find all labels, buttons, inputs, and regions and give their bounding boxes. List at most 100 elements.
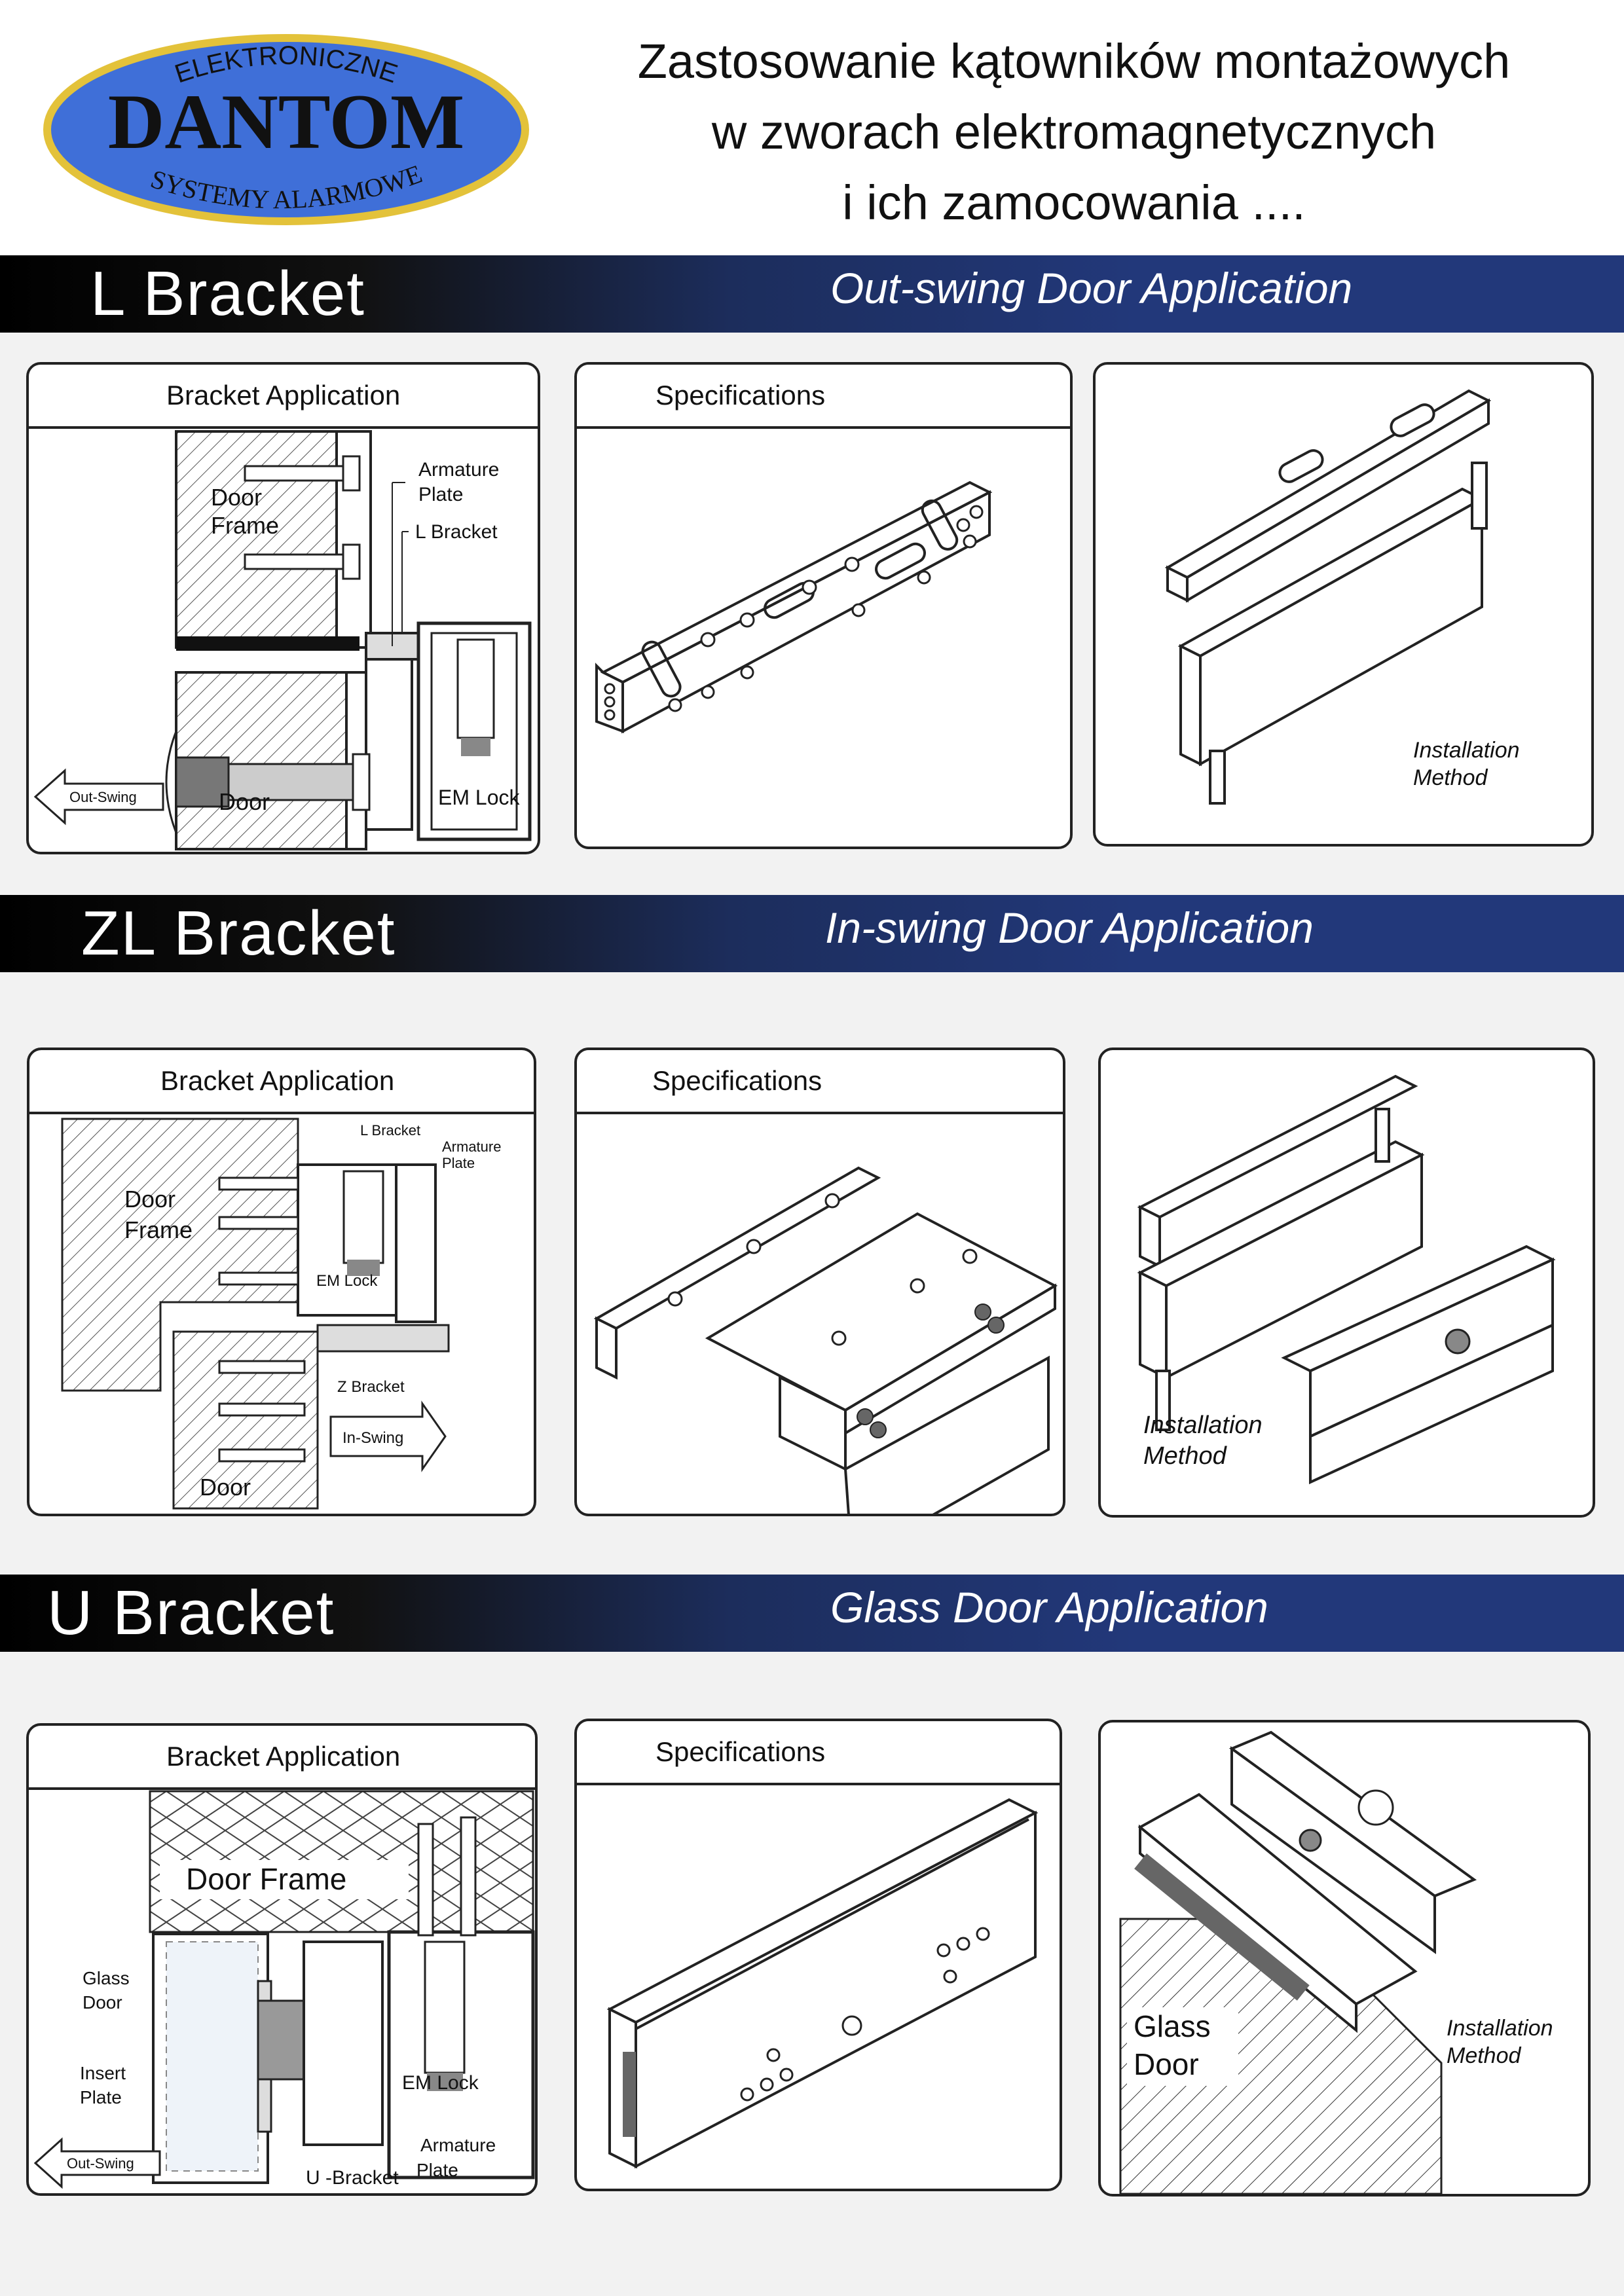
label-armature-plate-1: Armature xyxy=(442,1139,501,1155)
panel-header: Bracket Application xyxy=(29,1050,534,1114)
out-swing-arrow-icon xyxy=(33,768,164,826)
panel-header: Bracket Application xyxy=(29,365,538,429)
label-armature-plate-2: Plate xyxy=(442,1155,475,1171)
l-bracket-application-panel: Bracket Application Door Fr xyxy=(26,362,540,854)
label-glass-door-2: Door xyxy=(83,1992,122,2013)
u-bracket-application-diagram: Door Frame Glass Door Insert Plate EM Lo… xyxy=(33,1790,535,2189)
logo-name: DANTOM xyxy=(108,78,464,165)
l-bracket-installation-panel: Installation Method xyxy=(1093,362,1594,847)
label-out-swing: Out-Swing xyxy=(67,2155,134,2172)
label-door-frame-1: Door xyxy=(124,1186,175,1212)
dantom-logo: ELEKTRONICZNE DANTOM SYSTEMY ALARMOWE xyxy=(43,34,529,225)
zl-bracket-installation-panel: Installation Method xyxy=(1098,1048,1595,1518)
l-bracket-specifications-drawing xyxy=(595,481,993,734)
label-door: Door xyxy=(1134,2047,1199,2081)
section-band-zl-bracket: ZL Bracket In-swing Door Application xyxy=(0,895,1624,972)
section-title: ZL Bracket xyxy=(81,898,396,968)
u-bracket-specifications-drawing xyxy=(606,1798,1039,2169)
label-glass-door-1: Glass xyxy=(83,1968,130,1988)
label-glass: Glass xyxy=(1134,2009,1211,2043)
section-subtitle: Out-swing Door Application xyxy=(830,264,1353,312)
label-u-bracket: U -Bracket xyxy=(306,2167,399,2189)
mounting-post-icon xyxy=(1209,750,1226,805)
section-band-u-bracket: U Bracket Glass Door Application xyxy=(0,1575,1624,1652)
u-bracket-installation-drawing: Glass Door Installation Method xyxy=(1119,1730,1553,2194)
zl-bracket-specifications-panel: Specifications xyxy=(574,1048,1065,1516)
mounting-post-icon xyxy=(1471,462,1488,530)
label-in-swing: In-Swing xyxy=(342,1429,403,1447)
screw-icon xyxy=(1357,1789,1394,1826)
in-swing-arrow-icon xyxy=(329,1400,447,1472)
mounting-hole-icon xyxy=(667,1193,978,1346)
z-bracket-shape xyxy=(1309,1322,1554,1485)
label-door-frame-2: Frame xyxy=(211,512,279,539)
section-subtitle: Glass Door Application xyxy=(830,1583,1268,1631)
label-l-bracket: L Bracket xyxy=(360,1122,420,1139)
zl-bracket-installation-drawing: Installation Method xyxy=(1137,1074,1556,1485)
door-frame-shape xyxy=(175,430,361,649)
bolt-icon xyxy=(227,763,354,801)
section-band-l-bracket: L Bracket Out-swing Door Application xyxy=(0,255,1624,333)
label-armature-plate-1: Armature xyxy=(420,2135,496,2155)
label-em-lock: EM Lock xyxy=(438,786,520,809)
screw-icon xyxy=(417,1816,477,1937)
label-em-lock: EM Lock xyxy=(316,1272,378,1290)
armature-plate-shape xyxy=(395,1163,437,1323)
panel-header: Specifications xyxy=(577,1721,1060,1785)
label-door: Door xyxy=(200,1474,251,1501)
section-title: L Bracket xyxy=(90,259,365,329)
screw-icon xyxy=(244,455,361,580)
u-bracket-shape xyxy=(606,1798,1039,2169)
label-armature-plate-1: Armature xyxy=(418,459,499,481)
z-bracket-shape xyxy=(316,1324,450,1353)
title-line-3: i ich zamocowania .... xyxy=(842,175,1306,230)
title-line-1: Zastosowanie kątowników montażowych xyxy=(637,34,1511,88)
mounting-hole-icon xyxy=(604,505,984,721)
label-l-bracket: L Bracket xyxy=(415,521,498,543)
label-armature-plate-2: Plate xyxy=(418,484,463,505)
u-bracket-application-panel: Bracket Application Door Frame Glass Doo… xyxy=(26,1723,538,2196)
label-em-lock: EM Lock xyxy=(402,2072,479,2094)
label-installation: Installation xyxy=(1447,2016,1553,2041)
mounting-post-icon xyxy=(1375,1108,1390,1163)
label-armature-plate-2: Plate xyxy=(416,2160,458,2180)
label-method: Method xyxy=(1447,2043,1521,2068)
label-door: Door xyxy=(219,788,270,815)
bolt-icon xyxy=(1299,1829,1322,1852)
screw-icon xyxy=(218,1176,306,1463)
panel-header: Specifications xyxy=(577,1050,1063,1114)
label-z-bracket: Z Bracket xyxy=(337,1378,405,1396)
zl-bracket-application-diagram: L Bracket Armature Plate Door Frame EM L… xyxy=(61,1118,501,1510)
zl-bracket-specifications-drawing xyxy=(593,1166,1058,1514)
label-out-swing: Out-Swing xyxy=(69,789,137,805)
l-bracket-shape xyxy=(595,481,993,734)
label-door-frame-1: Door xyxy=(211,484,262,511)
section-title: U Bracket xyxy=(47,1578,335,1648)
zl-bracket-application-panel: Bracket Application L Bracket Armature P… xyxy=(27,1048,536,1516)
label-method: Method xyxy=(1143,1442,1228,1470)
l-bracket-application-diagram: Door Frame Armature Plate L Bracket Door… xyxy=(33,430,532,850)
label-insert-plate-2: Plate xyxy=(80,2087,122,2107)
title-line-2: w zworach elektromagnetycznych xyxy=(711,105,1437,159)
bolt-icon xyxy=(857,1303,1005,1438)
page-header: ELEKTRONICZNE DANTOM SYSTEMY ALARMOWE Za… xyxy=(0,0,1624,255)
l-bracket-installation-drawing: Installation Method xyxy=(1164,389,1520,805)
glass-door-shape xyxy=(166,1941,259,2172)
label-installation: Installation xyxy=(1413,738,1520,763)
label-installation: Installation xyxy=(1143,1412,1263,1439)
panel-header: Specifications xyxy=(577,365,1070,429)
label-door-frame: Door Frame xyxy=(186,1862,346,1896)
section-subtitle: In-swing Door Application xyxy=(825,903,1314,952)
page-title: Zastosowanie kątowników montażowych w zw… xyxy=(544,26,1604,238)
l-bracket-specifications-panel: Specifications xyxy=(574,362,1073,849)
u-bracket-specifications-panel: Specifications xyxy=(574,1719,1062,2191)
label-door-frame-2: Frame xyxy=(124,1216,193,1243)
mounting-hole-icon xyxy=(740,1927,990,2102)
out-swing-arrow-icon xyxy=(33,2137,161,2189)
armature-plate-shape xyxy=(303,1941,384,2146)
label-insert-plate-1: Insert xyxy=(80,2063,126,2083)
label-method: Method xyxy=(1413,765,1488,790)
bolt-icon xyxy=(1445,1328,1471,1355)
mounting-post-icon xyxy=(1155,1370,1171,1431)
u-bracket-installation-panel: Glass Door Installation Method xyxy=(1098,1720,1591,2196)
